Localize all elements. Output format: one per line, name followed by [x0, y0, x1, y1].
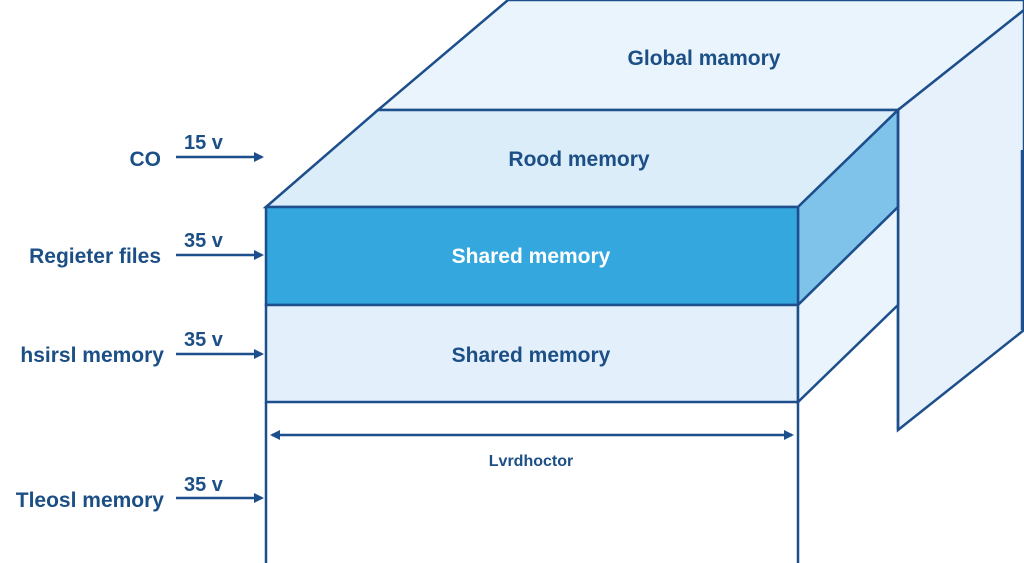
shared-memory-highlight-layer	[264, 205, 800, 307]
shared-memory-highlight-front	[264, 205, 800, 307]
shared-memory-top-label: Shared memory	[452, 245, 611, 268]
side-label-co: CO 15 v	[130, 132, 264, 171]
side-label-co-text: CO	[130, 148, 162, 171]
side-label-register-files: Regieter files 35 v	[29, 230, 264, 268]
side-label-register-files-text: Regieter files	[29, 245, 161, 268]
width-dimension: Lvrdhoctor	[270, 430, 794, 470]
side-label-local-memory-text: Tlеosl memory	[16, 489, 165, 512]
global-memory-layer	[374, 0, 1024, 433]
read-memory-layer	[262, 107, 902, 430]
shared-memory-lower-front	[264, 303, 800, 404]
side-label-internal-memory-value: 35 v	[184, 329, 224, 351]
side-label-co-value: 15 v	[184, 132, 224, 154]
shared-memory-lower-side	[796, 204, 900, 405]
read-memory-label: Rood memory	[508, 148, 650, 171]
width-dimension-label: Lvrdhoctor	[489, 453, 573, 470]
base-frame	[264, 402, 800, 563]
shared-memory-lower-layer	[264, 204, 900, 405]
shared-memory-bottom-label: Shared memory	[452, 344, 611, 367]
side-label-local-memory: Tlеosl memory 35 v	[16, 474, 264, 512]
side-label-register-files-value: 35 v	[184, 230, 224, 252]
side-label-internal-memory-text: hsirsl memory	[20, 344, 164, 367]
global-memory-label: Global mamory	[628, 47, 781, 70]
side-label-local-memory-value: 35 v	[184, 474, 224, 496]
side-label-internal-memory: hsirsl memory 35 v	[20, 329, 264, 367]
